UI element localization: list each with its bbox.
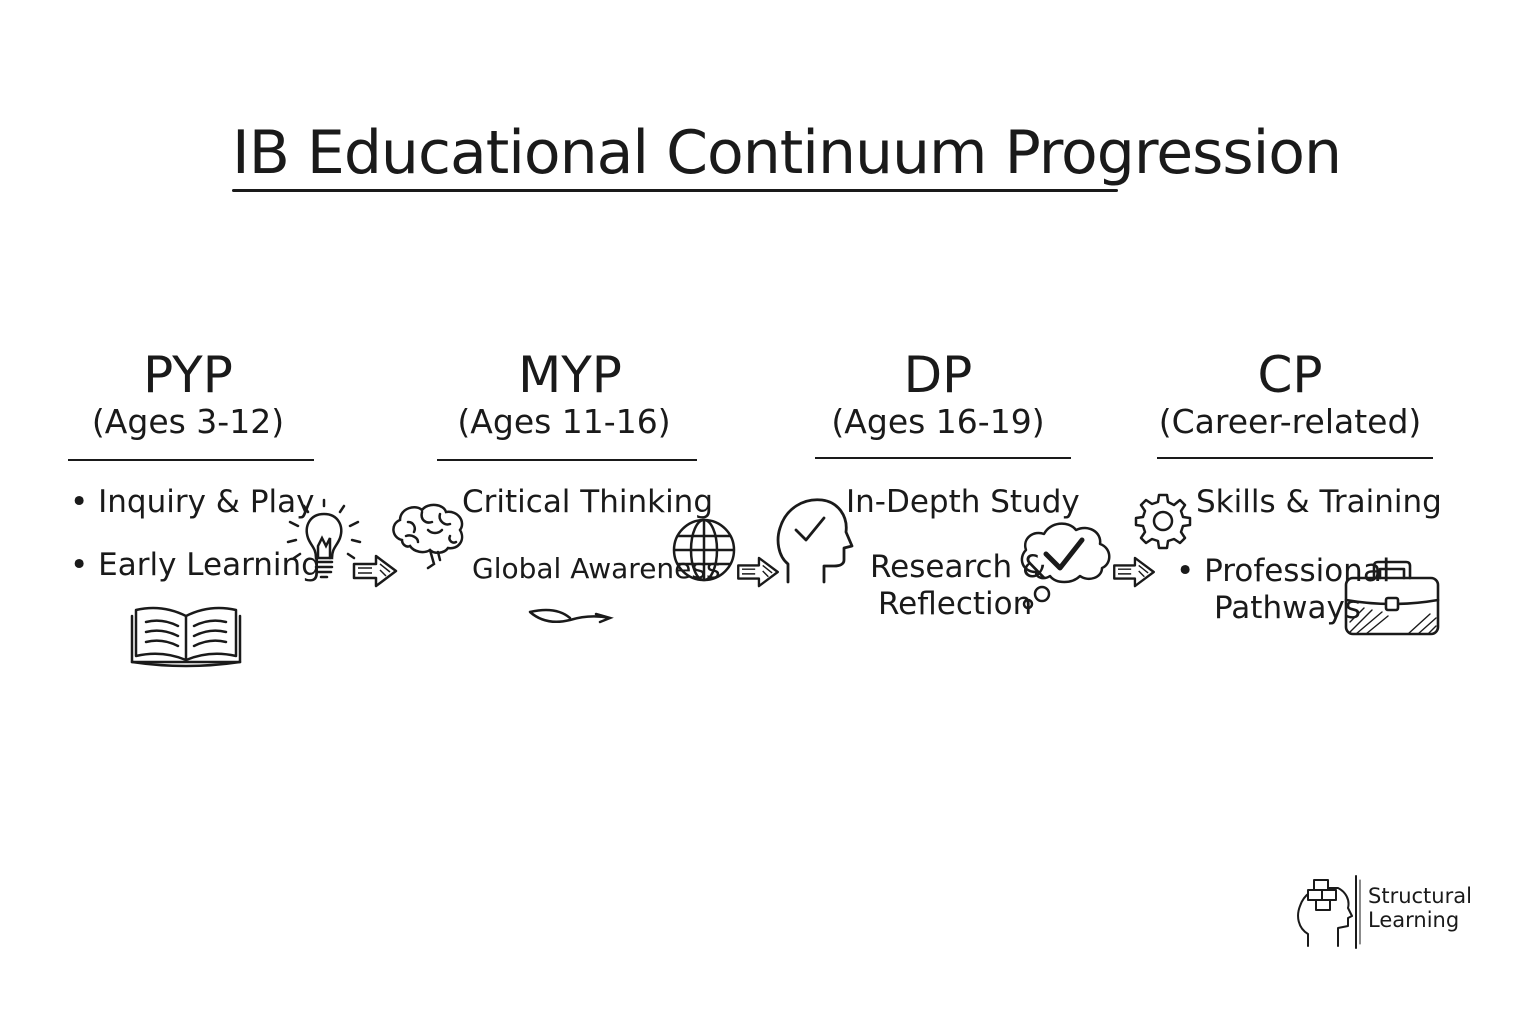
stage-pyp-divider — [68, 459, 314, 461]
stage-dp-item: Research & — [870, 549, 1047, 585]
stage-cp-divider — [1157, 457, 1433, 459]
brand-name-line2: Learning — [1368, 908, 1460, 932]
globe-icon — [672, 518, 736, 582]
stage-cp-item: Pathways — [1214, 590, 1361, 626]
structural-learning-logo-icon — [1297, 875, 1361, 949]
title-underline — [232, 189, 1118, 192]
stage-pyp-name: PYP — [143, 346, 233, 404]
stage-dp-ages: (Ages 16-19) — [831, 402, 1045, 441]
stage-dp-item: In-Depth Study — [846, 484, 1080, 520]
brain-icon — [392, 503, 464, 570]
stage-cp-ages: (Career-related) — [1158, 402, 1422, 441]
open-book-icon — [130, 606, 242, 668]
stage-dp-divider — [815, 457, 1071, 459]
stage-dp-item: Reflection — [878, 586, 1033, 622]
stage-pyp-item: • Inquiry & Play — [70, 484, 315, 520]
lightbulb-icon — [286, 498, 362, 579]
stage-cp-item: Skills & Training — [1196, 484, 1442, 520]
stage-pyp-item: • Early Learning — [70, 547, 321, 583]
thought-bubble-check-icon — [1020, 522, 1111, 610]
stage-myp-item: Critical Thinking — [462, 484, 714, 520]
head-checkmark-icon — [776, 498, 854, 584]
stage-cp-item: • Professional — [1176, 553, 1391, 589]
arrow-icon — [352, 554, 398, 588]
swoosh-doodle-icon — [528, 608, 614, 624]
brand-name-line1: Structural — [1368, 884, 1472, 908]
stage-cp-name: CP — [1257, 346, 1323, 404]
diagram-title: IB Educational Continuum Progression — [232, 118, 1342, 188]
briefcase-icon — [1344, 560, 1440, 636]
arrow-icon — [1113, 556, 1155, 588]
arrow-icon — [737, 556, 779, 588]
gear-icon — [1134, 493, 1192, 550]
stage-myp-divider — [437, 459, 697, 461]
stage-pyp-ages: (Ages 3-12) — [91, 402, 285, 441]
stage-dp-name: DP — [903, 346, 973, 404]
stage-myp-name: MYP — [518, 346, 622, 404]
stage-myp-ages: (Ages 11-16) — [457, 402, 671, 441]
